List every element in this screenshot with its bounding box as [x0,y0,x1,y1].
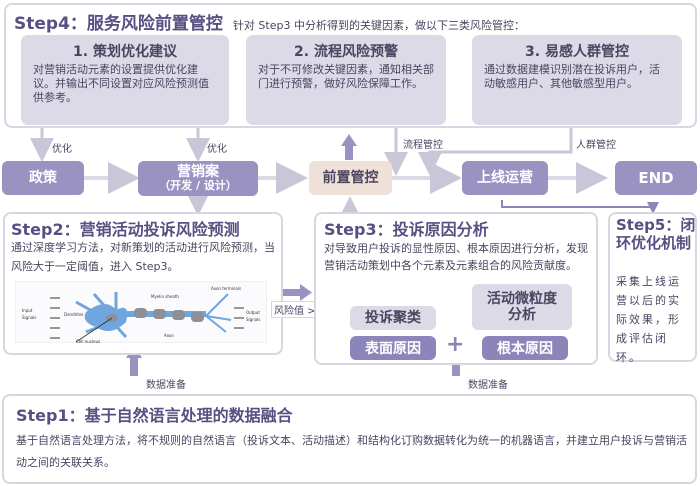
step3-panel: Step3：投诉原因分析 对导致用户投诉的显性原因、根本原因进行分析，发现营销活… [314,212,598,365]
node-label: END [638,169,674,187]
step4-title: Step4：服务风险前置管控 [14,14,223,34]
step1-desc: 基于自然语言处理方法，将不规则的自然语言（投诉文本、活动描述）和结构化订购数据转… [16,434,687,469]
svg-text:Myelin sheath: Myelin sheath [151,294,179,299]
node-label: 政策 [29,170,57,186]
micro-granularity-analysis: 活动微粒度分析 [472,284,572,330]
card-sensitive-crowd: 3. 易感人群管控 通过数据建模识别潜在投诉用户，活动敏感用户、其他敏感型用户。 [472,35,682,125]
surface-cause-label: 表面原因 [365,341,421,357]
svg-text:Cell nucleus: Cell nucleus [76,339,100,344]
node-label: 前置管控 [322,170,379,186]
complaint-clustering: 投诉聚类 [350,306,436,330]
step5-title: Step5：闭环优化机制 [616,216,696,252]
node-launch[interactable]: 上线运营 [462,161,548,195]
step2-desc: 通过深度学习方法，对新策划的活动进行风险预测，当风险大于一定阈值，进入 Step… [11,241,275,273]
node-precontrol[interactable]: 前置管控 [309,161,392,195]
svg-text:Output: Output [246,310,260,315]
svg-text:Dendrites: Dendrites [64,312,83,317]
root-cause-label: 根本原因 [497,341,553,357]
micro-analysis-label: 活动微粒度分析 [487,291,557,323]
node-label: 上线运营 [477,170,533,186]
step3-title: Step3：投诉原因分析 [324,220,489,239]
svg-text:Input: Input [22,308,33,313]
step2-panel: Step2：营销活动投诉风险预测 通过深度学习方法，对新策划的活动进行风险预测，… [3,212,283,355]
step4-intro: 针对 Step3 中分析得到的关键因素，做以下三类风险管控： [232,19,525,32]
step2-title: Step2：营销活动投诉风险预测 [11,220,240,239]
svg-text:Signals: Signals [22,315,36,320]
surface-cause: 表面原因 [350,336,436,360]
step5-desc: 采集上线运营以后的实际效果，形成评估闭环。 [616,275,681,364]
node-label: 营销案 [177,163,219,180]
root-cause: 根本原因 [482,336,568,360]
card-process-warning: 2. 流程风险预警 对于不可修改关键因素，通知相关部门进行预警，做好风险保障工作… [246,35,446,125]
card-title: 2. 流程风险预警 [294,44,398,60]
card-desc: 对于不可修改关键因素，通知相关部门进行预警，做好风险保障工作。 [258,63,434,90]
node-policy[interactable]: 政策 [2,161,84,195]
step5-panel: Step5：闭环优化机制 采集上线运营以后的实际效果，形成评估闭环。 [608,212,697,364]
step1-panel: Step1：基于自然语言处理的数据融合 基于自然语言处理方法，将不规则的自然语言… [2,394,697,484]
card-desc: 对营销活动元素的设置提供优化建议。并输出不同设置对应风险预测值供参考。 [33,63,209,104]
data-prep-label-1: 数据准备 [146,380,186,391]
plus-icon: + [446,332,465,357]
svg-text:Axon: Axon [164,333,174,338]
card-title: 3. 易感人群管控 [525,44,629,60]
clustering-label: 投诉聚类 [365,310,421,326]
process-control-label: 流程管控 [403,140,443,151]
svg-text:Signals: Signals [246,317,260,322]
data-prep-label-2: 数据准备 [468,380,508,391]
optimize-label-2: 优化 [207,144,227,155]
step4-panel: Step4：服务风险前置管控 针对 Step3 中分析得到的关键因素，做以下三类… [4,3,697,128]
svg-text:Axon terminals: Axon terminals [211,286,241,291]
card-plan-optimization: 1. 策划优化建议 对营销活动元素的设置提供优化建议。并输出不同设置对应风险预测… [21,35,229,125]
node-marketing-plan[interactable]: 营销案 （开发 / 设计） [138,161,258,196]
optimize-label-1: 优化 [52,144,72,155]
card-desc: 通过数据建模识别潜在投诉用户，活动敏感用户、其他敏感型用户。 [484,63,660,90]
node-end[interactable]: END [615,161,697,195]
step3-desc: 对导致用户投诉的显性原因、根本原因进行分析，发现营销活动策划中各个元素及元素组合… [324,242,588,272]
step1-title: Step1：基于自然语言处理的数据融合 [16,406,293,425]
node-sublabel: （开发 / 设计） [159,178,237,192]
crowd-control-label: 人群管控 [576,140,616,151]
card-title: 1. 策划优化建议 [73,44,177,60]
